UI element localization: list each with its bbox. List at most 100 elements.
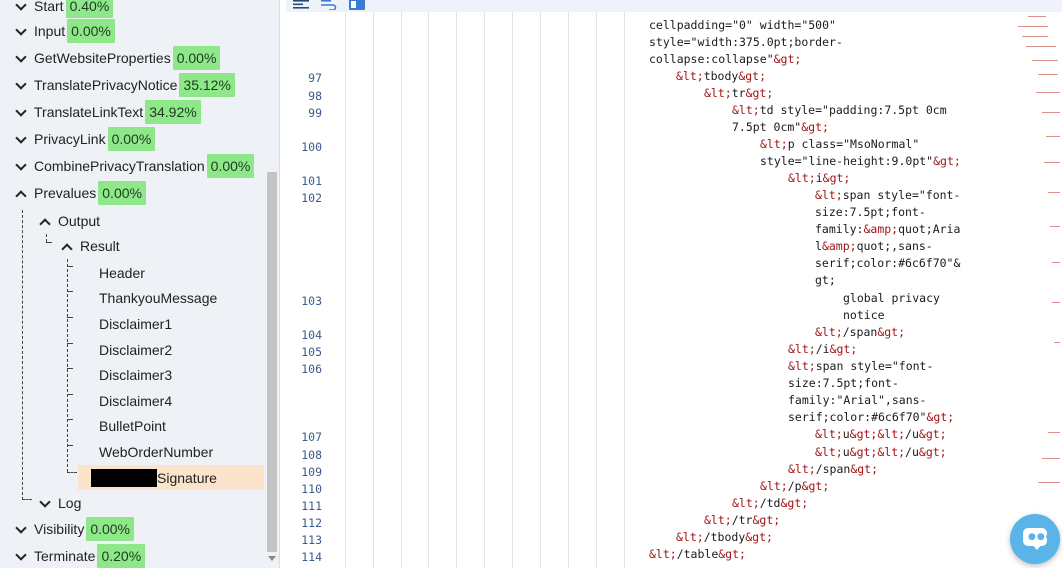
tree-node-privacylink[interactable]: PrivacyLink 0.00% (16, 126, 156, 152)
chevron-down-icon[interactable] (16, 1, 26, 11)
minimap-line (1052, 262, 1060, 263)
code-line: &lt;u&gt;&lt;/u&gt; (815, 445, 947, 459)
chevron-down-icon[interactable] (16, 161, 26, 171)
chevron-up-icon[interactable] (40, 216, 50, 226)
minimap-line (1048, 192, 1060, 193)
tree-leaf-thankyoumessage[interactable]: ThankyouMessage (99, 285, 217, 310)
indent-guide (568, 12, 569, 568)
line-number: 102 (301, 191, 322, 205)
progress-badge: 0.20% (97, 544, 146, 568)
chevron-down-icon[interactable] (16, 107, 26, 117)
code-line: family:&amp;quot;Aria (815, 222, 961, 236)
code-line: style="width:375.0pt;border- (649, 35, 843, 49)
minimap-line (1038, 74, 1058, 75)
chevron-down-icon[interactable] (16, 26, 26, 36)
editor-toolbar (286, 0, 1062, 12)
line-number: 108 (301, 448, 322, 462)
tree-leaf-bulletpoint[interactable]: BulletPoint (99, 413, 166, 438)
leaf-label: Header (99, 264, 145, 281)
tree-leaf-webordernumber[interactable]: WebOrderNumber (99, 439, 213, 464)
tree-scrollbar[interactable] (266, 0, 278, 568)
line-number: 104 (301, 328, 322, 342)
code-line: &lt;/i&gt; (788, 342, 858, 356)
code-line: size:7.5pt;font- (815, 205, 926, 219)
leaf-label: Disclaimer4 (99, 392, 173, 409)
minimap-line (1050, 226, 1060, 227)
tree-node-combineprivacytranslation[interactable]: CombinePrivacyTranslation 0.00% (16, 153, 255, 179)
chevron-down-icon[interactable] (16, 134, 26, 144)
indent-guide (428, 12, 429, 568)
node-label: GetWebsiteProperties (34, 50, 171, 66)
tree-node-getwebsiteproperties[interactable]: GetWebsiteProperties 0.00% (16, 45, 221, 71)
chevron-down-icon[interactable] (16, 53, 26, 63)
tree-leaf-disclaimer2[interactable]: Disclaimer2 (99, 337, 172, 362)
indent-guide (456, 12, 457, 568)
tree-connector (67, 259, 68, 472)
indent-guide (512, 12, 513, 568)
code-line: &lt;td style="padding:7.5pt 0cm (732, 103, 947, 117)
tree-node-start[interactable]: Start 0.40% (16, 0, 114, 19)
chevron-down-icon[interactable] (40, 498, 50, 508)
line-number: 114 (301, 550, 322, 564)
line-number: 98 (308, 89, 322, 103)
preview-icon[interactable] (348, 0, 366, 10)
tree-node-terminate[interactable]: Terminate 0.20% (16, 543, 146, 568)
tree-node-output[interactable]: Output (40, 208, 100, 234)
tree-node-translateprivacynotice[interactable]: TranslatePrivacyNotice 35.12% (16, 72, 235, 98)
scroll-down-arrow-icon[interactable] (268, 556, 276, 561)
line-number: 111 (301, 499, 322, 513)
node-label: PrivacyLink (34, 131, 106, 147)
tree-node-prevalues[interactable]: Prevalues 0.00% (16, 180, 146, 206)
minimap-line (1048, 432, 1060, 433)
tree-connector (22, 210, 23, 500)
line-number-gutter: 97 98 99 100 101 102 103 104 105 106 107… (286, 12, 344, 568)
node-label: Result (80, 238, 120, 254)
minimap-line (1042, 458, 1060, 459)
minimap-line (1028, 16, 1046, 17)
code-minimap[interactable] (1008, 12, 1062, 532)
line-number: 99 (308, 106, 322, 120)
code-line: gt; (815, 273, 836, 287)
chat-bubble-button[interactable]: ●●● (1010, 514, 1060, 564)
tree-node-result[interactable]: Result (62, 233, 120, 259)
tree-connector (67, 291, 73, 292)
minimap-line (1022, 36, 1048, 37)
code-line: &lt;/tbody&gt; (676, 530, 773, 544)
minimap-line (1046, 136, 1060, 137)
tree-node-input[interactable]: Input 0.00% (16, 18, 115, 44)
node-label: Start (34, 0, 64, 14)
chevron-down-icon[interactable] (16, 524, 26, 534)
tree-connector (67, 343, 73, 344)
tree-leaf-disclaimer3[interactable]: Disclaimer3 (99, 362, 172, 387)
progress-badge: 0.00% (206, 154, 255, 178)
tree-node-translatelinktext[interactable]: TranslateLinkText 34.92% (16, 99, 201, 125)
node-label: Output (58, 213, 101, 229)
tree-node-visibility[interactable]: Visibility 0.00% (16, 516, 135, 542)
chevron-down-icon[interactable] (16, 80, 26, 90)
minimap-line (1032, 60, 1058, 61)
node-label: TranslatePrivacyNotice (34, 77, 178, 93)
line-number: 100 (301, 140, 322, 154)
progress-badge: 0.00% (107, 127, 156, 151)
tree-node-log[interactable]: Log (40, 490, 81, 516)
code-line: family:"Arial",sans- (788, 393, 927, 407)
code-editor[interactable]: 97 98 99 100 101 102 103 104 105 106 107… (286, 0, 1062, 568)
indent-guide (401, 12, 402, 568)
code-line: global privacy (843, 291, 940, 305)
chevron-up-icon[interactable] (16, 188, 26, 198)
tree-leaf-disclaimer4[interactable]: Disclaimer4 (99, 388, 172, 413)
wrap-icon[interactable] (320, 0, 338, 10)
chevron-down-icon[interactable] (16, 551, 26, 561)
tree-leaf-disclaimer1[interactable]: Disclaimer1 (99, 311, 172, 336)
tree-connector (67, 368, 73, 369)
tree-leaf-header[interactable]: Header (99, 260, 145, 285)
progress-badge: 35.12% (179, 73, 235, 97)
chevron-up-icon[interactable] (62, 241, 72, 251)
scrollbar-thumb[interactable] (267, 172, 277, 552)
tree-leaf-signature[interactable]: Signature (78, 465, 264, 490)
flow-tree-panel: Start 0.40% Input 0.00% GetWebsiteProper… (0, 0, 280, 568)
redacted-block (91, 468, 157, 487)
progress-badge: 0.00% (67, 19, 115, 43)
align-left-icon[interactable] (292, 0, 310, 10)
tree-connector (67, 394, 73, 395)
